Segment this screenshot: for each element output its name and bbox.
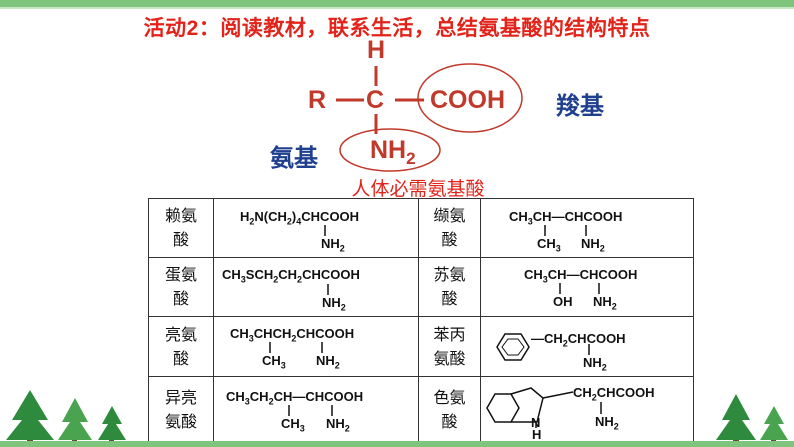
indole-h: H (532, 427, 542, 442)
top-accent-line (0, 7, 794, 9)
amino-acid-name: 异亮氨酸 (148, 376, 214, 443)
table-row: 异亮氨酸 CH3CH2CH—CHCOOH CH3 NH2 色氨酸 CH2CHCO… (148, 376, 694, 443)
formula-bonds (336, 63, 523, 172)
formula-cooh: COOH (430, 86, 505, 114)
indole-n: N (531, 415, 541, 430)
structure-methionine: CH3SCH2CH2CHCOOH NH2 (213, 257, 419, 317)
structure-top: CH2CHCOOH (573, 385, 655, 403)
structure-amino: NH2 (595, 414, 619, 432)
structure-amino: NH2 (581, 236, 605, 254)
amino-acid-name: 苯丙氨酸 (418, 316, 481, 377)
carboxyl-label: 羧基 (556, 93, 604, 120)
structure-amino: NH2 (593, 294, 617, 312)
amino-ellipse (339, 128, 441, 172)
formula-c: C (366, 86, 385, 114)
structure-amino: NH2 (583, 355, 607, 373)
structure-hydroxyl: OH (553, 294, 573, 309)
amino-acid-name: 亮氨酸 (148, 316, 214, 377)
structure-amino: NH2 (321, 236, 345, 254)
structure-isoleucine: CH3CH2CH—CHCOOH CH3 NH2 (213, 376, 419, 443)
structure-branch: CH3 (281, 416, 305, 434)
amino-acid-name: 赖氨酸 (148, 198, 214, 258)
formula-r: R (308, 86, 327, 114)
formula-h: H (367, 36, 386, 64)
structure-top: CH3SCH2CH2CHCOOH (222, 267, 360, 285)
structure-branch: CH3 (262, 353, 286, 371)
structure-top: CH3CH—CHCOOH (524, 267, 638, 285)
top-accent-bar (0, 0, 794, 7)
benzene-ring (496, 333, 590, 361)
amino-acid-name: 苏氨酸 (418, 257, 481, 317)
structure-tryptophan: CH2CHCOOH NH2 N H (480, 376, 694, 443)
amino-acid-name: 缬氨酸 (418, 198, 481, 258)
carboxyl-ellipse (417, 63, 523, 133)
structure-amino: NH2 (322, 295, 346, 313)
table-row: 赖氨酸 H2N(CH2)4CHCOOH NH2 缬氨酸 CH3CH—CHCOOH… (148, 198, 694, 258)
structure-valine: CH3CH—CHCOOH CH3 NH2 (480, 198, 694, 258)
indole-ring (486, 387, 602, 428)
essential-amino-acids-table: 赖氨酸 H2N(CH2)4CHCOOH NH2 缬氨酸 CH3CH—CHCOOH… (148, 198, 694, 443)
slide-title: 活动2：阅读教材，联系生活，总结氨基酸的结构特点 (143, 17, 651, 40)
amino-acid-name: 蛋氨酸 (148, 257, 214, 317)
essential-amino-acids-caption: 人体必需氨基酸 (351, 178, 485, 200)
amino-acid-name: 色氨酸 (418, 376, 481, 443)
structure-top: H2N(CH2)4CHCOOH (240, 209, 360, 227)
structure-top: —CH2CHCOOH (531, 331, 626, 349)
structure-threonine: CH3CH—CHCOOH OH NH2 (480, 257, 694, 317)
bottom-accent-bar (0, 441, 794, 447)
structure-top: CH3CHCH2CHCOOH (230, 326, 355, 344)
structure-top: CH3CH—CHCOOH (509, 209, 623, 227)
structure-branch: CH3 (537, 236, 561, 254)
formula-nh2: NH2 (370, 136, 416, 168)
structure-lysine: H2N(CH2)4CHCOOH NH2 (213, 198, 419, 258)
table-row: 亮氨酸 CH3CHCH2CHCOOH CH3 NH2 苯丙氨酸 —CH2CHCO… (148, 316, 694, 377)
structure-phenylalanine: —CH2CHCOOH NH2 (480, 316, 694, 377)
decorative-trees-left (6, 390, 126, 447)
amino-acid-general-formula: H R C COOH NH2 羧基 氨基 (0, 0, 794, 180)
structure-amino: NH2 (326, 416, 350, 434)
table-row: 蛋氨酸 CH3SCH2CH2CHCOOH NH2 苏氨酸 CH3CH—CHCOO… (148, 257, 694, 317)
structure-amino: NH2 (316, 353, 340, 371)
structure-leucine: CH3CHCH2CHCOOH CH3 NH2 (213, 316, 419, 377)
amino-label: 氨基 (270, 145, 318, 172)
decorative-trees-right (716, 394, 788, 447)
structure-top: CH3CH2CH—CHCOOH (226, 389, 364, 407)
